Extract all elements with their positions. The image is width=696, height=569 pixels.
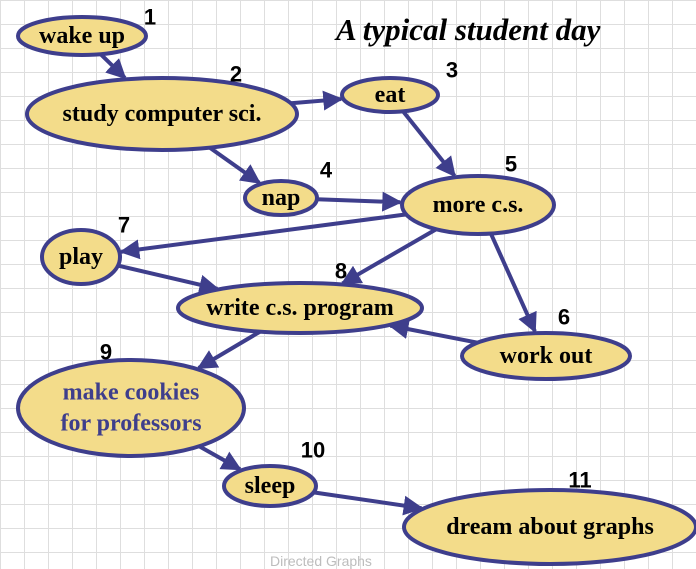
node-number: 5 [505,152,517,177]
node-number: 2 [230,62,242,87]
node-number: 4 [320,158,333,183]
edge-workout-to-write [388,319,478,345]
node-ellipse [25,76,299,152]
edge-write-to-cookies [196,329,262,370]
node-dream: dream about graphs 11 [402,468,696,566]
edge-sleep-to-dream [313,490,424,516]
node-ellipse [40,228,122,286]
footer-text: Directed Graphs [270,553,372,569]
node-ellipse [16,358,246,458]
node-workout: work out 6 [460,305,632,381]
edges-layer [99,52,537,516]
node-number: 10 [301,438,325,463]
node-number: 6 [558,305,570,330]
node-nap: nap 4 [243,158,333,217]
node-number: 11 [568,468,591,493]
node-number: 8 [335,259,347,284]
node-label: make cookies [63,380,200,406]
node-label: for professors [60,411,201,437]
node-number: 7 [118,213,130,238]
node-label: sleep [245,473,296,499]
node-label: dream about graphs [446,514,654,540]
node-label: eat [375,82,406,108]
node-play: play 7 [40,213,130,286]
edge-cookies-to-sleep [198,444,242,471]
node-number: 3 [446,58,458,83]
node-label: write c.s. program [206,295,394,321]
edge-more-to-workout [489,232,537,334]
node-ellipse [340,76,440,114]
edge-eat-to-more [401,110,457,178]
node-label: work out [500,343,593,369]
node-write: write c.s. program 8 [176,259,424,335]
node-wake: wake up 1 [16,5,156,57]
node-ellipse [400,174,556,236]
edge-more-to-write [340,227,438,286]
edge-play-to-write [117,263,220,295]
edge-study-to-nap [208,146,261,185]
edge-more-to-play [119,212,407,260]
node-eat: eat 3 [340,58,458,114]
node-label: wake up [39,23,125,49]
node-label: study computer sci. [63,101,262,127]
edge-nap-to-more [316,191,403,212]
node-ellipse [460,331,632,381]
node-ellipse [16,15,148,57]
node-ellipse [402,488,696,566]
node-study: study computer sci. 2 [25,62,299,152]
diagram-title: A typical student day [336,12,601,47]
node-number: 9 [100,340,112,365]
node-cookies: make cookies for professors 9 [16,340,246,458]
node-label: more c.s. [433,192,524,218]
edge-study-to-eat [290,90,344,111]
nodes-layer: wake up 1 study computer sci. 2 eat 3 nap 4 more… [16,5,696,566]
node-ellipse [243,179,319,217]
node-ellipse [222,464,318,508]
edge-wake-to-study [99,52,127,80]
node-label: play [59,244,103,270]
node-more: more c.s. 5 [400,152,556,236]
node-number: 1 [144,5,156,30]
node-label: nap [262,185,301,211]
node-ellipse [176,281,424,335]
